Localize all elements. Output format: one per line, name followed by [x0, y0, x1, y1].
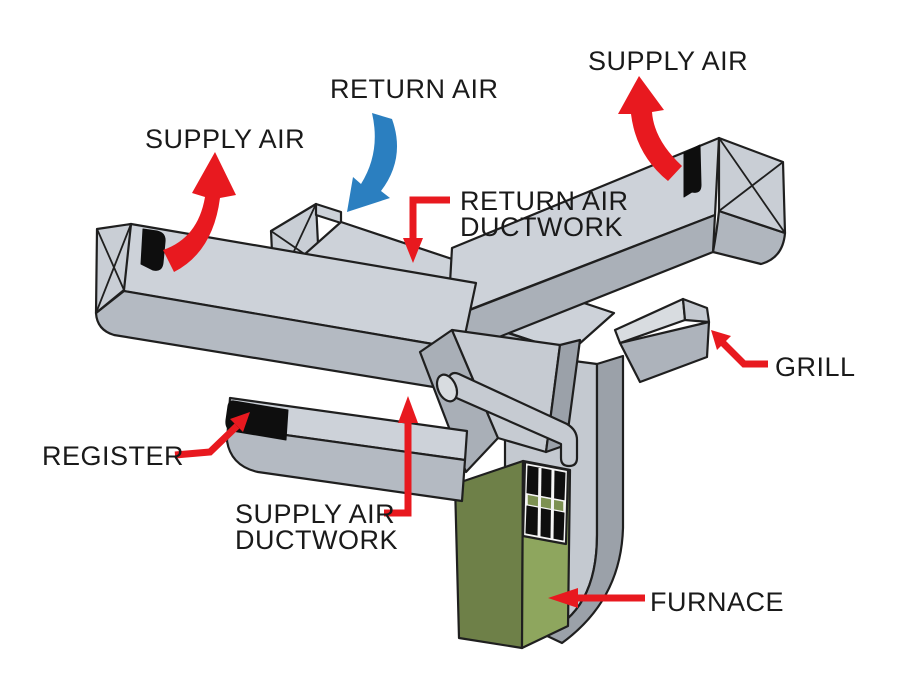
register-vent-left [140, 228, 166, 271]
label-return-air-ductwork-line1: RETURN AIR [460, 186, 629, 216]
label-furnace: FURNACE [650, 587, 784, 617]
supply-air-flow-arrow-left [163, 152, 236, 272]
supply-air-flow-arrow-right [618, 76, 682, 181]
label-supply-air-right: SUPPLY AIR [588, 46, 748, 76]
return-duct-collar [314, 202, 343, 225]
return-air-flow-arrow [347, 113, 398, 212]
label-return-air: RETURN AIR [330, 74, 499, 104]
register-pointer-arrow [174, 412, 250, 459]
flue-pipe [435, 371, 579, 468]
supply-trunk-duct [439, 136, 787, 362]
register-vent-right [683, 144, 702, 198]
supply-air-ductwork-pointer-arrow [384, 396, 418, 517]
flue-pipe-collar [435, 373, 459, 403]
label-supply-air-ductwork-line1: SUPPLY AIR [235, 499, 395, 529]
grill-stub [613, 297, 711, 384]
louver-divider [550, 469, 555, 540]
label-grill: GRILL [775, 352, 856, 382]
louver-divider [537, 467, 542, 538]
return-drop-side-face [541, 354, 625, 645]
furnace-left-face [453, 459, 525, 650]
label-supply-air-left: SUPPLY AIR [145, 124, 305, 154]
grill-front-face [618, 320, 711, 384]
grill-top-face [681, 297, 711, 324]
grill-pointer-arrow [711, 330, 768, 368]
label-return-air-ductwork-line2: DUCTWORK [460, 212, 623, 242]
supply-register-boot [225, 396, 469, 503]
label-register: REGISTER [42, 441, 184, 471]
furnace [453, 459, 572, 650]
return-air-ductwork-pointer-arrow [403, 196, 450, 263]
label-supply-air-ductwork-line2: DUCTWORK [235, 525, 398, 555]
left-branch-front-face [94, 289, 464, 393]
supply-trunk-end-bottom [711, 209, 787, 266]
left-supply-branch-duct [94, 222, 478, 393]
furnace-pointer-arrow [548, 588, 645, 608]
